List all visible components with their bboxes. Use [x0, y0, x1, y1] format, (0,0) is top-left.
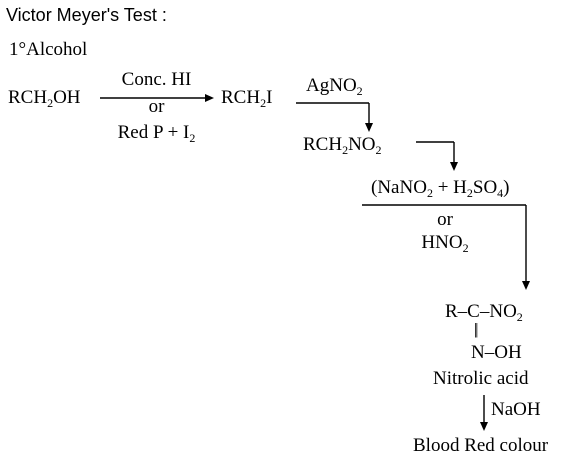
- reagent-conc-hi: Conc. HI: [121, 69, 192, 90]
- arrowhead-step-4: [522, 281, 530, 290]
- section-label: 1°Alcohol: [9, 39, 88, 60]
- reagent-red-p-i2: Red P + I2: [117, 122, 196, 145]
- reagent-nano2-h2so4: (NaNO2 + H2SO4): [371, 177, 510, 200]
- product-rch2i: RCH2I: [221, 87, 273, 110]
- arrowhead-step-2: [365, 123, 373, 132]
- result-blood-red: Blood Red colour: [413, 435, 549, 456]
- nitrolic-acid-label: Nitrolic acid: [433, 368, 529, 389]
- nitrolic-row-1: R–C–NO2: [445, 301, 523, 324]
- reactant-rch2oh: RCH2OH: [8, 87, 81, 110]
- reagent-or-2: or: [437, 209, 453, 230]
- arrowhead-step-3: [450, 162, 458, 171]
- nitrolic-row-2: N–OH: [471, 342, 522, 363]
- arrowhead-step-1: [205, 94, 214, 102]
- reagent-or-1: or: [148, 96, 165, 117]
- diagram-title: Victor Meyer's Test :: [6, 5, 167, 25]
- reagent-hno2: HNO2: [421, 232, 469, 255]
- arrowhead-step-5: [480, 422, 488, 431]
- reagent-naoh: NaOH: [491, 399, 541, 420]
- product-rch2no2: RCH2NO2: [303, 134, 382, 157]
- reagent-agno2: AgNO2: [306, 75, 363, 98]
